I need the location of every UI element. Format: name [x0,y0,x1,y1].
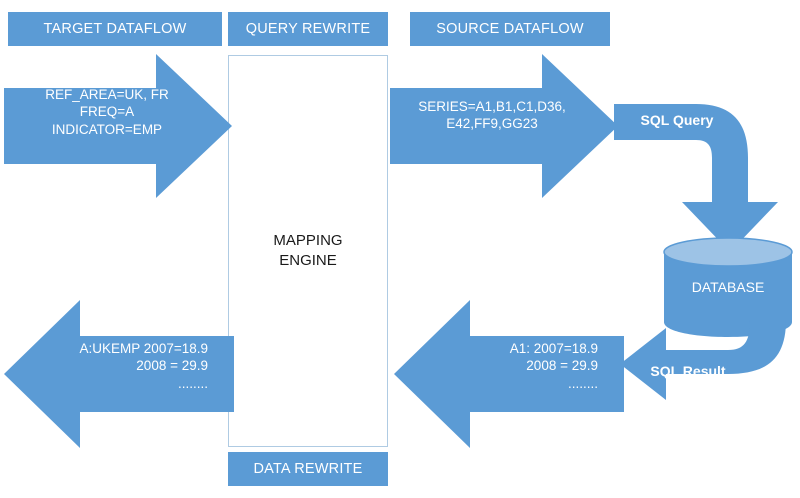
arrow-source-query [390,50,620,202]
arrow-sql-result [616,318,800,410]
arrow-right-icon [4,54,232,198]
header-query-rewrite-label: QUERY REWRITE [245,21,371,37]
arrow-right-icon [390,54,618,198]
header-source-dataflow: SOURCE DATAFLOW [410,12,610,46]
database-cylinder [660,236,796,338]
arrow-left-icon [4,300,234,448]
arrow-curved-left-icon [620,320,786,400]
arrow-left-icon [394,300,624,448]
header-target-dataflow-label: TARGET DATAFLOW [43,21,187,37]
database-label: DATABASE [691,279,765,295]
header-data-rewrite: DATA REWRITE [228,452,388,486]
header-data-rewrite-label: DATA REWRITE [253,461,363,477]
arrow-source-result [392,296,624,452]
arrow-curved-down-icon [614,104,778,252]
mapping-engine-box: MAPPING ENGINE [228,55,388,447]
header-source-dataflow-label: SOURCE DATAFLOW [436,21,584,37]
header-target-dataflow: TARGET DATAFLOW [8,12,222,46]
arrow-target-query [4,50,234,202]
arrow-target-result [2,296,234,452]
arrow-sql-query [612,96,800,256]
header-query-rewrite: QUERY REWRITE [228,12,388,46]
mapping-engine-label: MAPPING ENGINE [273,231,343,269]
database-icon [663,237,793,337]
